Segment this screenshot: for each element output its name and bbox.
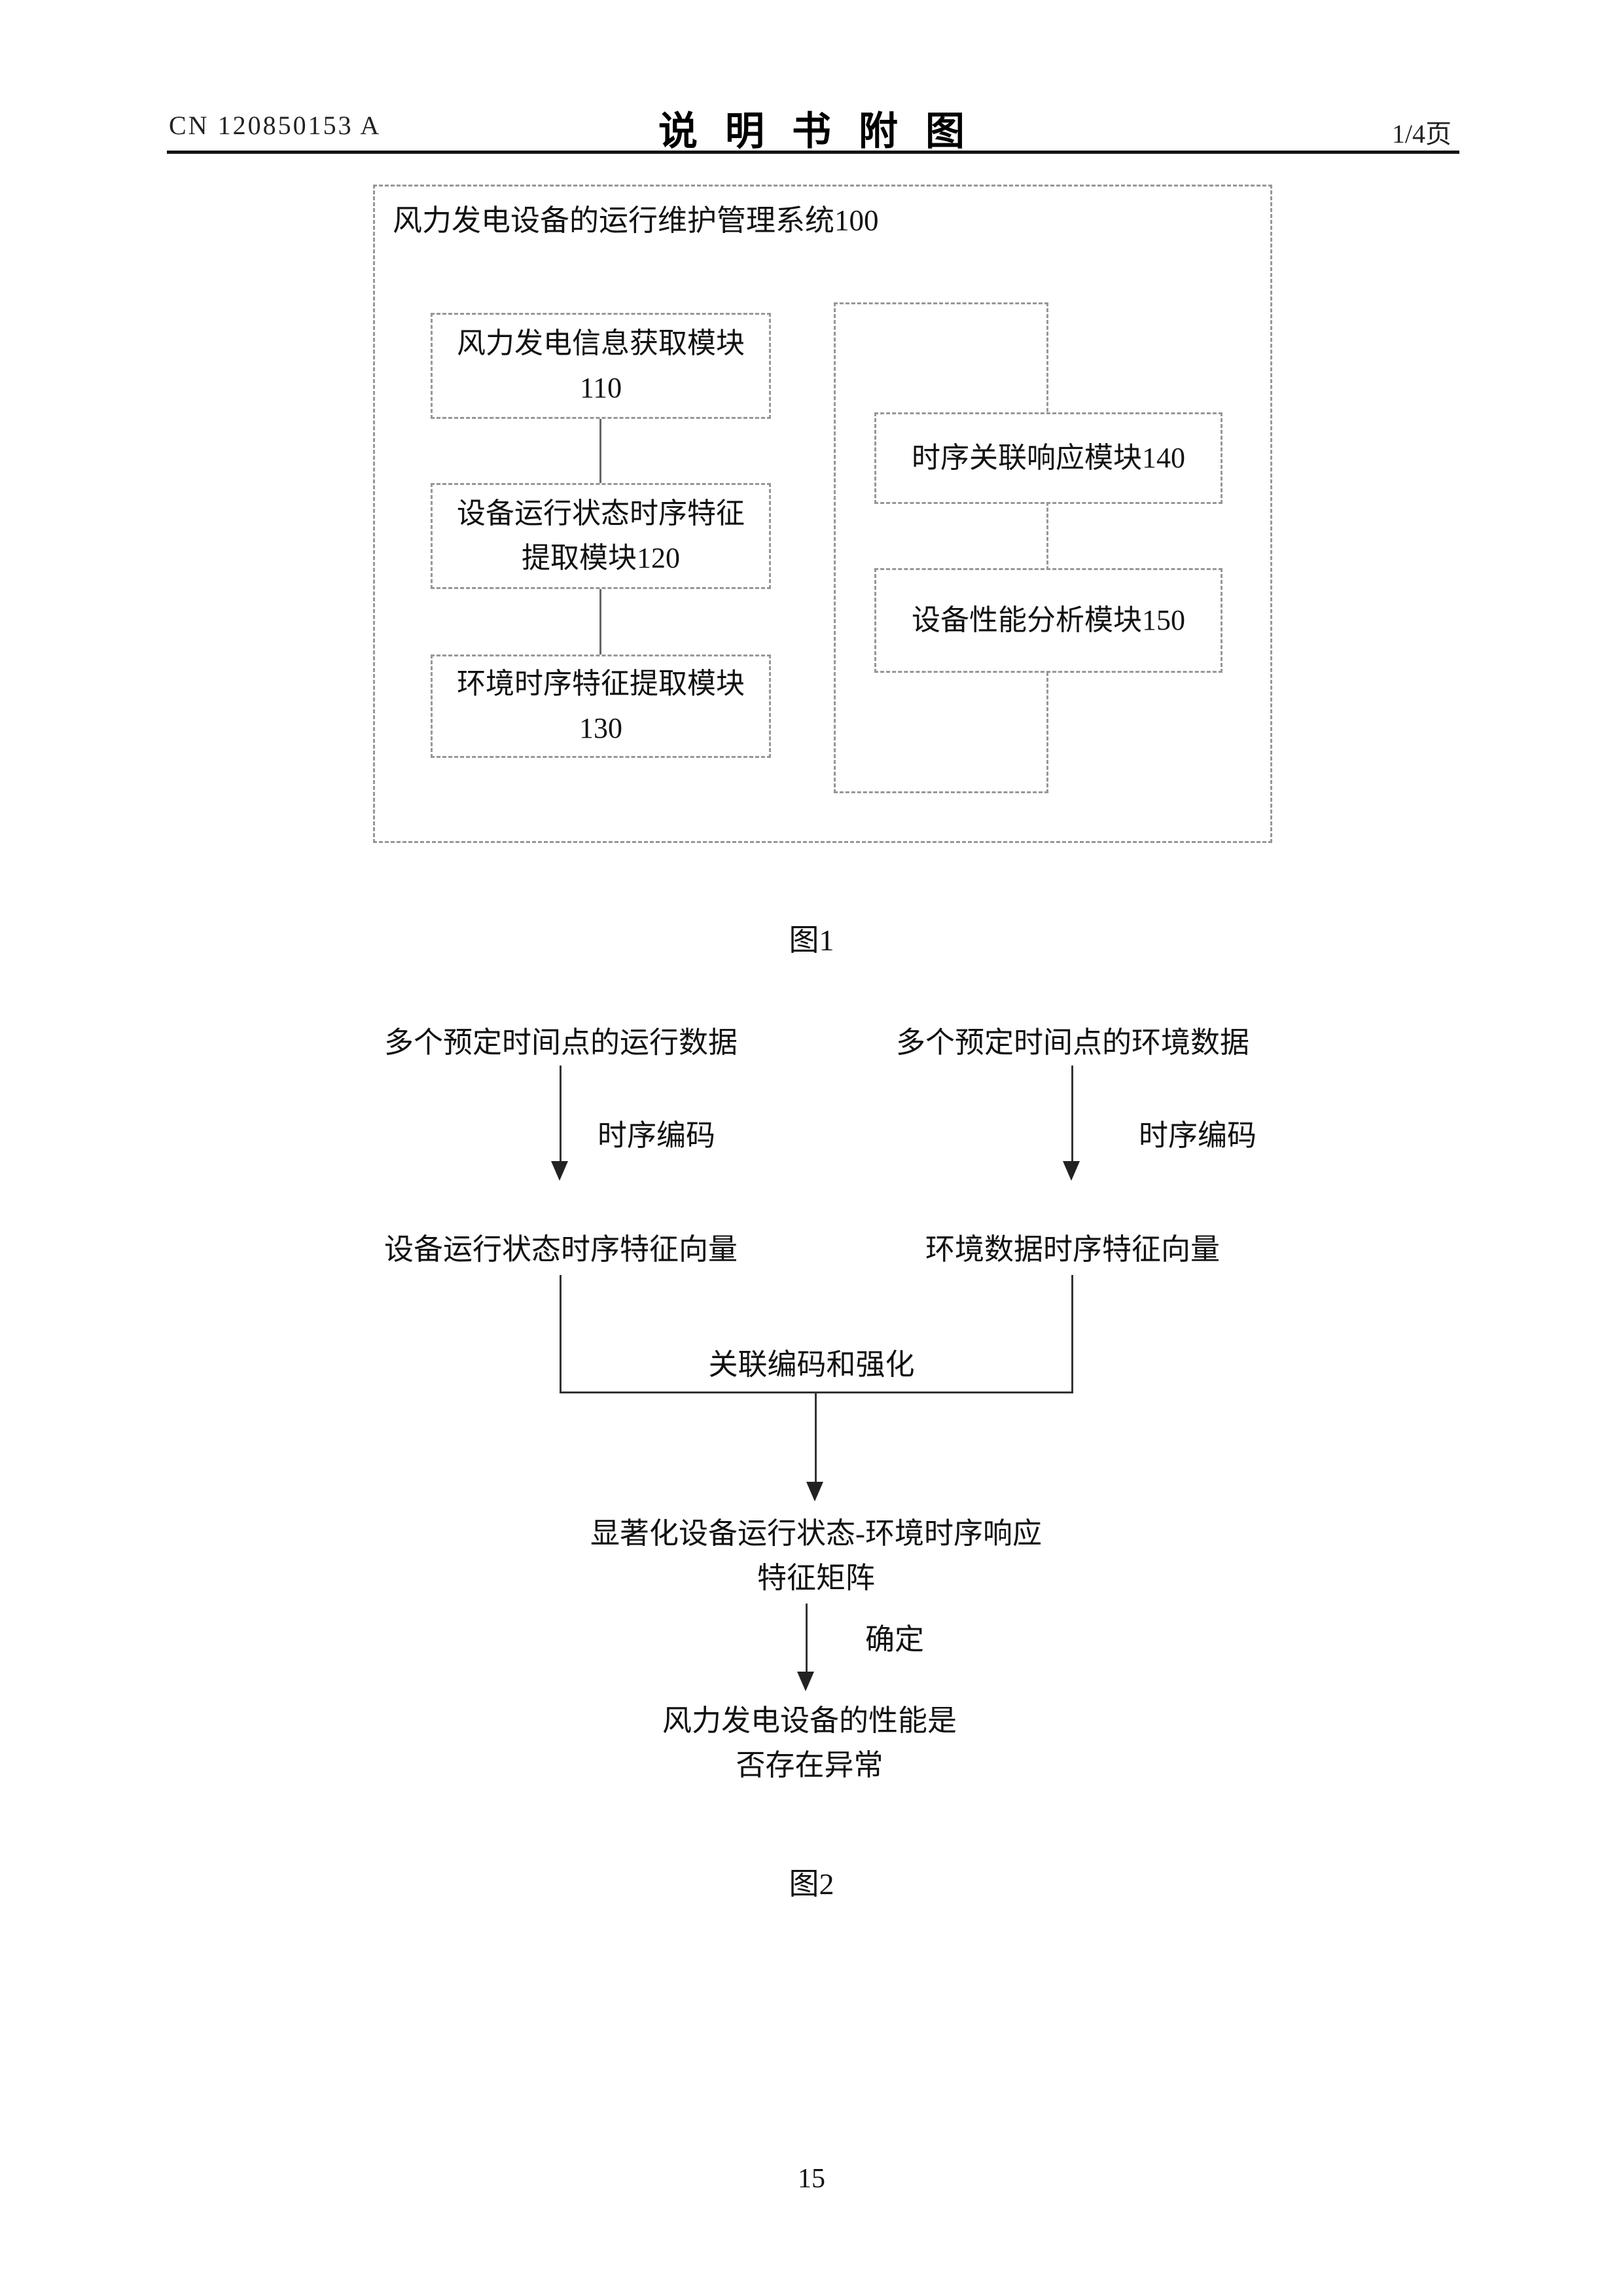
- connector-110-120: [599, 419, 601, 483]
- node-operation-vector: 设备运行状态时序特征向量: [383, 1233, 738, 1266]
- module-box-130: 环境时序特征提取模块130: [431, 655, 771, 758]
- arrowhead-down-icon: [797, 1672, 814, 1691]
- page-title: 说明书附图: [658, 110, 992, 153]
- system-label: 风力发电设备的运行维护管理系统100: [393, 204, 879, 237]
- module-box-140: 时序关联响应模块140: [874, 412, 1222, 504]
- footer-page-number: 15: [798, 2164, 825, 2194]
- system-container-box: [373, 185, 1272, 843]
- node-environment-vector: 环境数据时序特征向量: [925, 1233, 1221, 1266]
- arrowhead-down-icon: [1063, 1161, 1080, 1181]
- figure1-caption: 图1: [789, 924, 834, 957]
- header-divider: [167, 151, 1459, 154]
- node-response-matrix: 显著化设备运行状态-环境时序响应特征矩阵: [590, 1517, 1042, 1594]
- edge-label-encode-left: 时序编码: [597, 1119, 716, 1152]
- document-number: CN 120850153 A: [169, 111, 382, 140]
- module-group-box: [834, 302, 1048, 793]
- module-box-120: 设备运行状态时序特征提取模块120: [431, 483, 771, 589]
- page-indicator: 1/4页: [1391, 119, 1452, 149]
- arrowhead-down-icon: [806, 1482, 823, 1501]
- merge-line-left: [560, 1275, 562, 1391]
- merge-line-right: [1071, 1275, 1073, 1391]
- arrow-line-center: [815, 1391, 817, 1483]
- module-box-150: 设备性能分析模块150: [874, 568, 1222, 673]
- node-result: 风力发电设备的性能是否存在异常: [662, 1704, 957, 1782]
- edge-label-determine: 确定: [865, 1623, 925, 1656]
- arrowhead-down-icon: [551, 1161, 568, 1181]
- edge-label-fuse: 关联编码和强化: [708, 1348, 915, 1381]
- arrow-line-left: [560, 1066, 562, 1162]
- figure2-caption: 图2: [789, 1867, 834, 1901]
- connector-120-130: [599, 589, 601, 655]
- module-box-110: 风力发电信息获取模块110: [431, 313, 771, 419]
- node-environment-data: 多个预定时间点的环境数据: [895, 1026, 1250, 1059]
- arrow-line-right: [1071, 1066, 1073, 1162]
- edge-label-encode-right: 时序编码: [1139, 1119, 1257, 1152]
- node-operation-data: 多个预定时间点的运行数据: [383, 1026, 738, 1059]
- arrow-line-determine: [806, 1604, 808, 1673]
